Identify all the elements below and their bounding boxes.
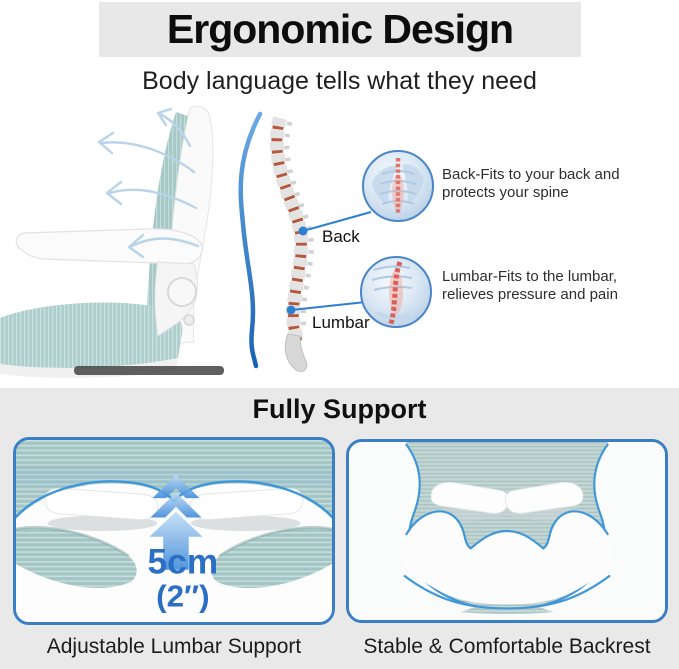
- chair-side-illustration: [0, 105, 224, 379]
- back-xray-icon: [372, 158, 424, 214]
- hinge-bolt: [183, 314, 195, 326]
- lumbar-xray-circle: [360, 256, 432, 328]
- body-contour-curve-icon: [238, 111, 263, 369]
- lumbar-xray-icon: [371, 261, 417, 326]
- back-label: Back: [322, 227, 360, 246]
- backrest-panel: [346, 439, 668, 623]
- armrest-hinge: [167, 277, 197, 307]
- fully-support-section: Fully Support: [0, 388, 679, 669]
- back-callout-line1: Back-Fits to your back and: [442, 166, 620, 183]
- lumbar-support-image: 5cm (2″): [16, 440, 332, 622]
- chair-base-shadow: [74, 366, 224, 375]
- page-title: Ergonomic Design: [166, 6, 514, 52]
- right-panel-caption: Stable & Comfortable Backrest: [363, 635, 651, 658]
- lumbar-label: Lumbar: [312, 313, 370, 332]
- lumbar-callout-line1: Lumbar-Fits to the lumbar,: [442, 268, 618, 285]
- backrest-image: [349, 442, 665, 620]
- title-band: Ergonomic Design: [99, 2, 581, 57]
- back-callout-text: Back-Fits to your back and protects your…: [442, 166, 620, 202]
- back-callout-line2: protects your spine: [442, 184, 569, 201]
- seat-cushion: [0, 302, 183, 368]
- lumbar-callout-line2: relieves pressure and pain: [442, 286, 618, 303]
- backrest-flex-arrows-icon: [97, 107, 200, 259]
- lumbar-support-panel: 5cm (2″): [13, 437, 335, 625]
- back-xray-circle: [362, 150, 434, 222]
- lumbar-callout-text: Lumbar-Fits to the lumbar, relieves pres…: [442, 268, 618, 304]
- armrest: [15, 228, 203, 265]
- left-panel-caption: Adjustable Lumbar Support: [46, 635, 302, 658]
- page-subtitle: Body language tells what they need: [142, 67, 537, 95]
- measurement-alt: (2″): [156, 579, 209, 614]
- lift-arrow-up-icon: [149, 474, 203, 570]
- section-heading: Fully Support: [252, 394, 427, 424]
- measurement-value: 5cm: [147, 543, 218, 582]
- spine-column-icon: [269, 116, 314, 373]
